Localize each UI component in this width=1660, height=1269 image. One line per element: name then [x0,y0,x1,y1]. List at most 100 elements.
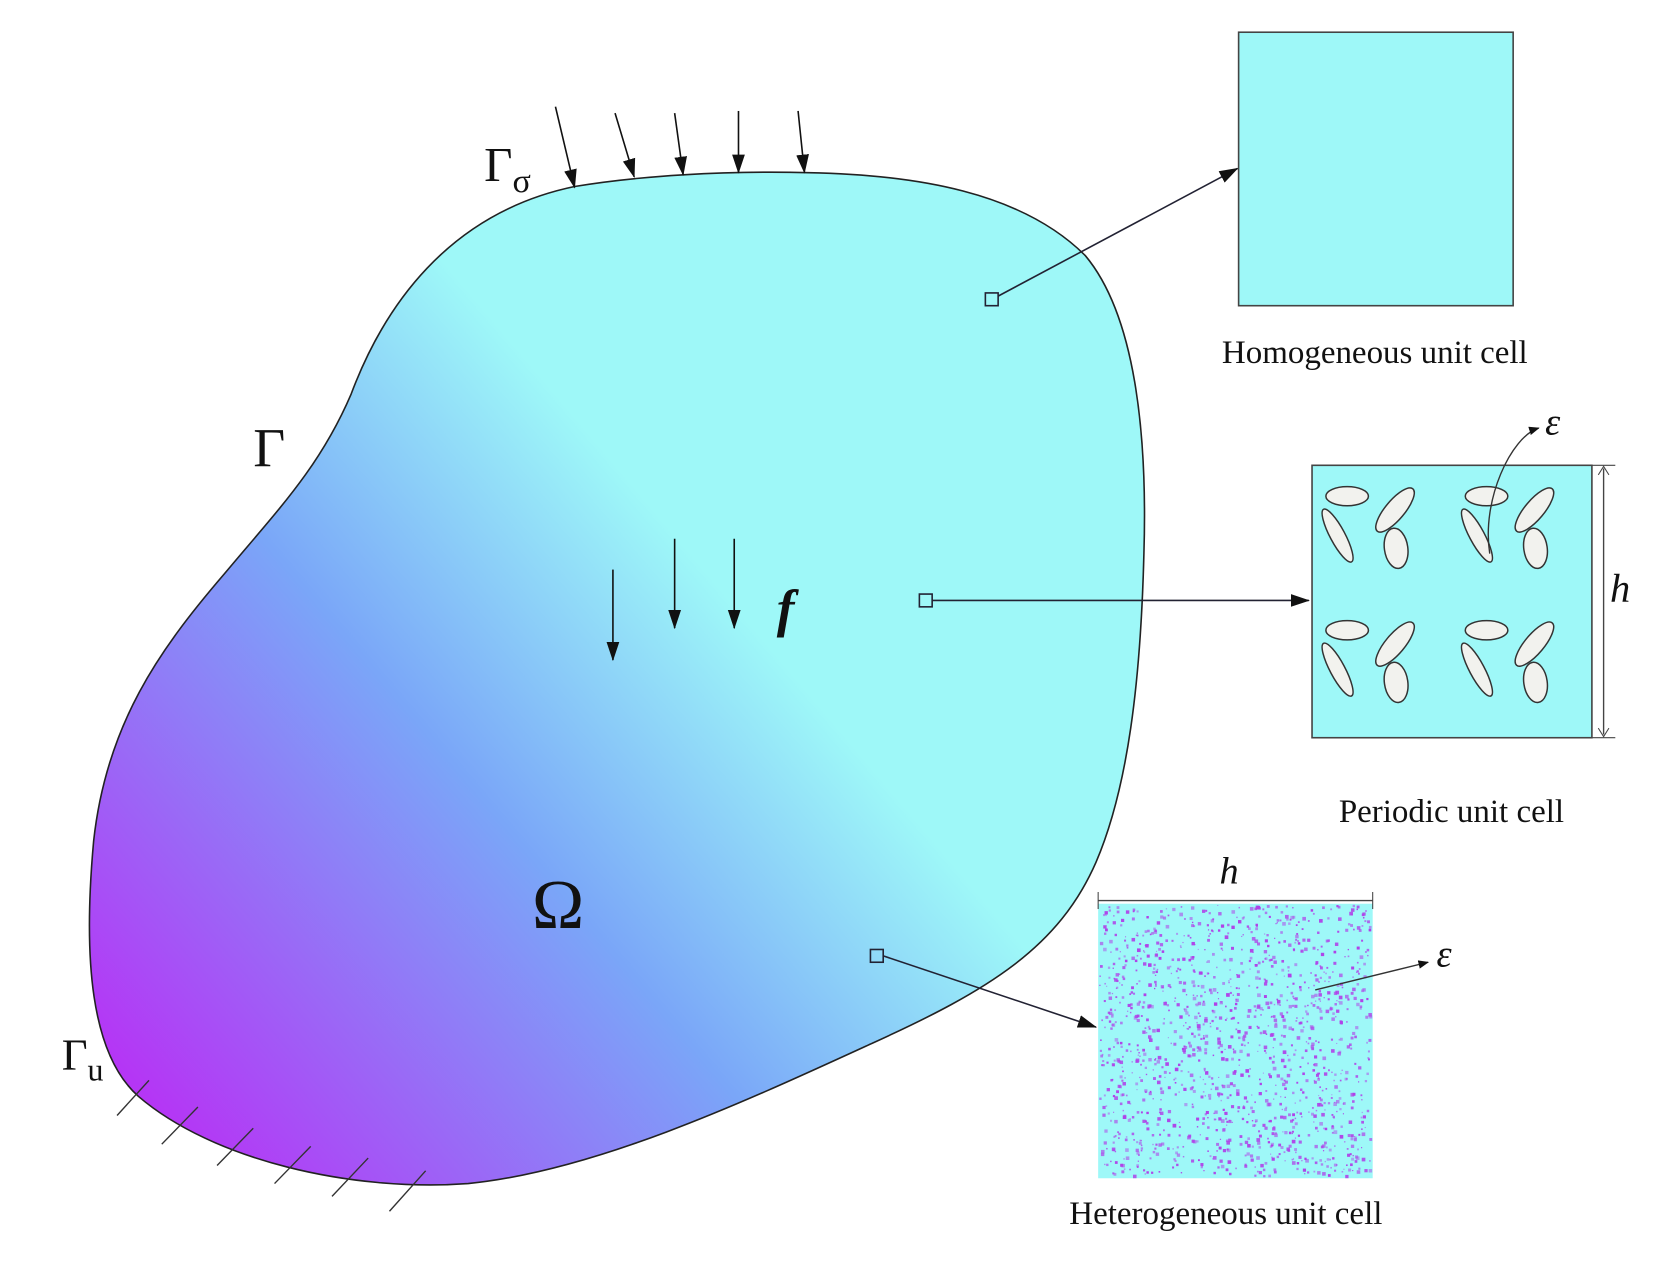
periodic-unit-cell [1311,426,1616,739]
particle [1298,1140,1302,1144]
particle [1350,1163,1353,1167]
particle [1202,1091,1205,1093]
particle [1287,1058,1291,1062]
particle [1198,971,1203,975]
particle [1297,921,1300,924]
particle [1333,1117,1335,1119]
particle [1139,1076,1141,1079]
particle [1294,1148,1297,1151]
particle [1143,950,1145,952]
particle [1112,1141,1115,1144]
particle [1136,1018,1140,1023]
particle [1225,1058,1229,1062]
particle [1315,962,1318,966]
particle [1294,1137,1297,1139]
particle [1285,905,1288,908]
particle [1119,1075,1123,1079]
particle [1259,1031,1263,1035]
particle [1298,1155,1302,1159]
particle [1127,1010,1129,1012]
particle [1231,1121,1233,1123]
particle [1124,959,1128,963]
particle [1115,947,1119,951]
particle [1344,994,1349,999]
particle [1318,998,1321,1001]
particle [1249,968,1251,970]
particle [1319,976,1322,979]
particle [1124,939,1127,942]
particle [1251,1094,1253,1096]
particle [1172,1148,1174,1150]
particle [1147,1004,1151,1008]
particle [1307,1171,1310,1174]
particle [1269,1145,1273,1148]
particle [1128,1043,1131,1046]
particle [1324,1160,1326,1163]
particle [1347,923,1351,926]
particle [1133,1139,1135,1141]
particle [1367,1058,1370,1061]
particle [1246,1121,1249,1124]
particle [1314,1144,1318,1149]
particle [1344,1077,1348,1081]
particle [1272,1127,1276,1131]
particle [1140,1149,1143,1152]
particle [1126,944,1129,947]
particle [1251,1145,1254,1148]
particle [1177,1063,1181,1067]
particle [1220,924,1225,928]
particle [1174,1093,1177,1096]
particle [1327,1174,1331,1177]
particle [1129,1168,1131,1171]
particle [1156,1028,1160,1033]
particle [1154,987,1156,990]
particle [1362,988,1366,992]
particle [1242,1038,1246,1042]
particle [1212,930,1214,933]
particle [1351,966,1355,970]
particle [1256,1025,1258,1028]
particle [1105,914,1107,917]
particle [1350,1137,1354,1141]
particle [1264,957,1268,960]
particle [1229,978,1232,980]
particle [1267,1141,1271,1144]
particle [1116,1041,1120,1045]
particle [1203,1035,1205,1037]
particle [1183,1051,1186,1054]
particle [1311,1047,1315,1051]
particle [1270,1142,1275,1147]
particle [1264,1161,1268,1165]
particle [1287,970,1290,972]
particle [1290,1119,1294,1123]
particle [1366,1072,1369,1076]
particle [1152,1150,1156,1154]
particle [1208,912,1211,915]
particle [1361,925,1364,927]
particle [1254,964,1258,967]
particle [1208,972,1210,975]
particle [1323,1072,1328,1076]
particle [1172,1123,1177,1128]
particle [1361,1147,1363,1149]
particle [1352,987,1356,992]
particle [1320,1163,1324,1166]
particle [1336,1009,1340,1013]
particle [1249,1068,1251,1070]
particle [1197,1024,1201,1029]
particle [1219,942,1223,946]
particle [1220,1099,1222,1102]
particle [1121,1066,1123,1068]
particle [1234,1002,1238,1006]
particle [1322,1172,1326,1176]
particle [1356,1170,1361,1174]
particle [1245,1069,1250,1073]
particle [1348,1120,1353,1124]
particle [1198,1048,1202,1052]
particle [1142,1030,1146,1034]
particle [1103,1141,1107,1145]
particle [1257,961,1261,965]
particle [1108,1011,1113,1016]
particle [1237,1029,1241,1034]
particle [1224,1005,1227,1008]
